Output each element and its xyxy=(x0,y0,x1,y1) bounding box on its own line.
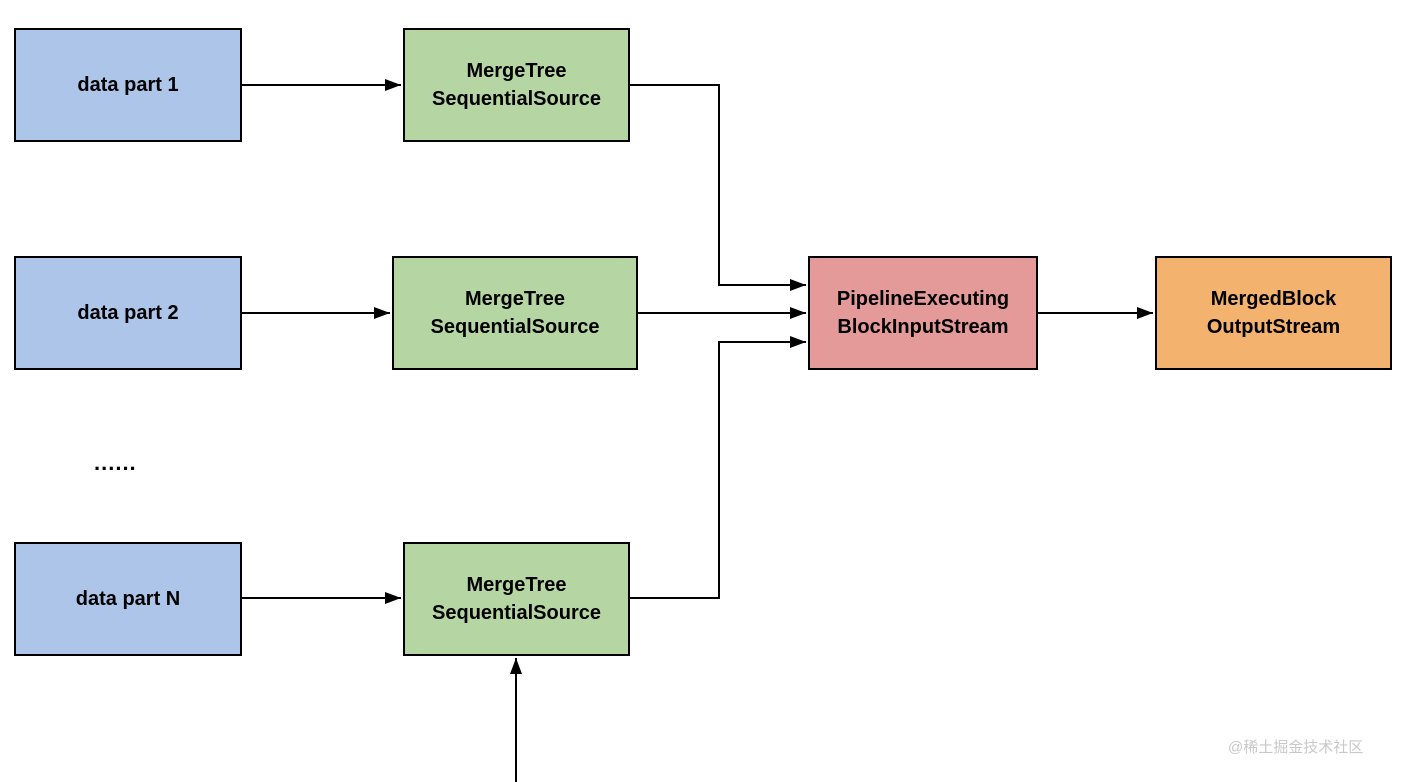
node-merged-block-output-stream: MergedBlock OutputStream xyxy=(1155,256,1392,370)
node-data-part-N: data part N xyxy=(14,542,242,656)
edge-source1-to-pipeline xyxy=(630,84,806,291)
node-mergetree-sequential-source-2: MergeTree SequentialSource xyxy=(392,256,638,370)
node-pipeline-executing-block-input-stream: PipelineExecuting BlockInputStream xyxy=(808,256,1038,370)
node-mergetree-sequential-source-1: MergeTree SequentialSource xyxy=(403,28,630,142)
ellipsis-more-parts: ...... xyxy=(94,450,137,475)
node-mergetree-sequential-source-3: MergeTree SequentialSource xyxy=(403,542,630,656)
watermark-juejin-community: @稀土掘金技术社区 xyxy=(1228,739,1364,756)
node-data-part-1: data part 1 xyxy=(14,28,242,142)
node-data-part-2: data part 2 xyxy=(14,256,242,370)
edge-source3-to-pipeline xyxy=(630,336,806,599)
